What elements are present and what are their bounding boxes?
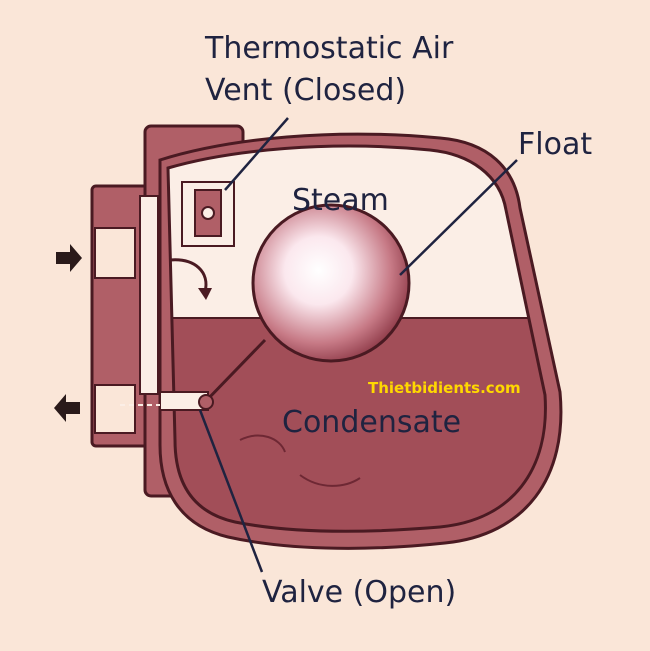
watermark-text: Thietbidients.com bbox=[368, 379, 521, 397]
float-ball bbox=[251, 203, 411, 363]
internal-channel bbox=[139, 195, 159, 395]
float-lever bbox=[203, 338, 267, 404]
air-vent-label-line2: Vent (Closed) bbox=[205, 73, 406, 108]
arrow-left-icon bbox=[54, 394, 80, 422]
valve-head bbox=[198, 394, 214, 410]
condensate-label: Condensate bbox=[282, 405, 461, 440]
swirl-mark-2 bbox=[299, 474, 361, 487]
arrow-right-icon bbox=[56, 244, 82, 272]
float-label: Float bbox=[518, 127, 592, 162]
inlet-port bbox=[94, 227, 136, 279]
air-vent-leader bbox=[224, 117, 289, 191]
flow-curve-arrow bbox=[169, 258, 208, 293]
valve-leader bbox=[198, 409, 264, 573]
air-vent-element bbox=[201, 206, 215, 220]
chamber-inner-wall bbox=[166, 144, 547, 533]
flow-arrowhead bbox=[198, 288, 212, 300]
air-vent-label-line1: Thermostatic Air bbox=[204, 31, 454, 66]
outlet-port bbox=[94, 384, 136, 434]
valve-label: Valve (Open) bbox=[262, 575, 456, 610]
steam-label: Steam bbox=[292, 183, 389, 218]
swirl-mark-1 bbox=[239, 434, 286, 453]
float-leader bbox=[399, 159, 518, 276]
